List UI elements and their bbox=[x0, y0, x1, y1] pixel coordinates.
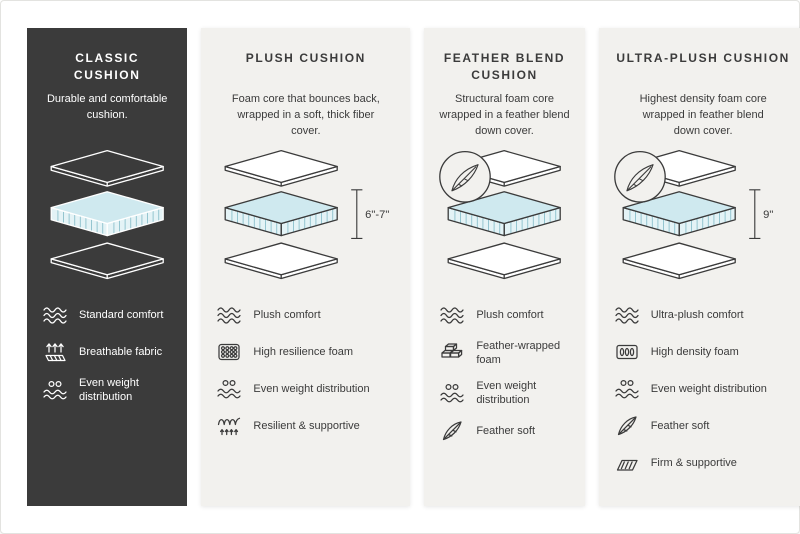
feature-label: High density foam bbox=[650, 345, 739, 358]
cushion-illustration bbox=[50, 150, 164, 280]
spring-icon bbox=[216, 413, 242, 439]
feather-badge-icon bbox=[439, 150, 492, 203]
feature-label: Even weight distribution bbox=[476, 379, 537, 406]
feature-label: Feather-wrapped foam bbox=[476, 340, 561, 367]
panel-title: Classic Cushion bbox=[73, 51, 141, 82]
cushion-illustration-wrap: 6"-7" bbox=[214, 140, 397, 292]
panel-description: Structural foam core wrapped in a feathe… bbox=[439, 93, 570, 137]
cushion-illustration: 9" bbox=[613, 150, 773, 280]
panel-title: Ultra-Plush Cushion bbox=[616, 51, 790, 65]
feature-item: High density foam bbox=[614, 339, 793, 365]
panel-ultra-plush-cushion: Ultra-Plush CushionHighest density foam … bbox=[598, 28, 800, 506]
feature-item: Resilient & supportive bbox=[216, 413, 395, 439]
firm-icon bbox=[614, 450, 640, 476]
feature-label: Resilient & supportive bbox=[253, 419, 360, 432]
weight-icon bbox=[439, 380, 465, 406]
cushion-illustration: 6"-7" bbox=[224, 150, 390, 280]
feather-badge-icon bbox=[613, 150, 666, 203]
weight-icon bbox=[614, 376, 640, 402]
waves-icon bbox=[42, 302, 68, 328]
svg-text:6"-7": 6"-7" bbox=[366, 209, 390, 221]
feature-label: High resilience foam bbox=[253, 345, 354, 358]
panel-description: Foam core that bounces back, wrapped in … bbox=[231, 93, 380, 137]
panel-title: Plush Cushion bbox=[245, 51, 366, 65]
density-icon bbox=[614, 339, 640, 365]
feature-item: Even weight distribution bbox=[216, 376, 395, 402]
height-measurement: 6"-7" bbox=[351, 189, 390, 239]
feature-item: Feather soft bbox=[439, 418, 569, 444]
feature-item: Plush comfort bbox=[439, 302, 569, 328]
feature-label: Even weight distribution bbox=[79, 377, 139, 404]
feature-item: Feather soft bbox=[614, 413, 793, 439]
feature-label: Even weight distribution bbox=[253, 382, 370, 395]
feature-item: Even weight distribution bbox=[439, 379, 569, 408]
feature-item: Plush comfort bbox=[216, 302, 395, 328]
feature-label: Plush comfort bbox=[476, 308, 544, 321]
weight-icon bbox=[42, 377, 68, 403]
feather-icon bbox=[614, 413, 640, 439]
panel-description: Highest density foam core wrapped in fea… bbox=[639, 93, 767, 137]
feature-label: Ultra-plush comfort bbox=[650, 308, 744, 321]
cushion-illustration bbox=[439, 150, 562, 280]
feature-item: Breathable fabric bbox=[42, 339, 172, 365]
feature-label: Breathable fabric bbox=[79, 345, 163, 358]
feature-label: Even weight distribution bbox=[650, 382, 767, 395]
weight-icon bbox=[216, 376, 242, 402]
feature-label: Standard comfort bbox=[79, 308, 164, 321]
feature-item: Even weight distribution bbox=[42, 376, 172, 405]
bricks-icon bbox=[439, 340, 465, 366]
feature-item: Feather-wrapped foam bbox=[439, 339, 569, 368]
panel-feather-blend-cushion: Feather Blend CushionStructural foam cor… bbox=[424, 28, 585, 506]
panel-plush-cushion: Plush CushionFoam core that bounces back… bbox=[201, 28, 411, 506]
cushion-illustration-wrap: 9" bbox=[612, 140, 795, 292]
feature-label: Feather soft bbox=[476, 425, 536, 438]
height-measurement: 9" bbox=[748, 189, 773, 239]
waves-icon bbox=[614, 302, 640, 328]
panel-classic-cushion: Classic CushionDurable and comfortable c… bbox=[27, 28, 188, 506]
breathable-icon bbox=[42, 339, 68, 365]
cushion-illustration-wrap bbox=[40, 140, 174, 292]
feather-icon bbox=[439, 418, 465, 444]
panel-description: Durable and comfortable cushion. bbox=[46, 93, 168, 121]
cushion-illustration-wrap bbox=[437, 140, 571, 292]
panel-title: Feather Blend Cushion bbox=[443, 51, 566, 82]
waves-icon bbox=[216, 302, 242, 328]
coils-icon bbox=[216, 339, 242, 365]
feature-item: High resilience foam bbox=[216, 339, 395, 365]
columns: Classic CushionDurable and comfortable c… bbox=[27, 28, 800, 506]
svg-text:9": 9" bbox=[763, 209, 773, 221]
feature-item: Standard comfort bbox=[42, 302, 172, 328]
feature-item: Ultra-plush comfort bbox=[614, 302, 793, 328]
feature-item: Even weight distribution bbox=[614, 376, 793, 402]
feature-label: Feather soft bbox=[650, 419, 710, 432]
waves-icon bbox=[439, 302, 465, 328]
feature-label: Firm & supportive bbox=[650, 456, 737, 469]
feature-item: Firm & supportive bbox=[614, 450, 793, 476]
feature-label: Plush comfort bbox=[253, 308, 321, 321]
